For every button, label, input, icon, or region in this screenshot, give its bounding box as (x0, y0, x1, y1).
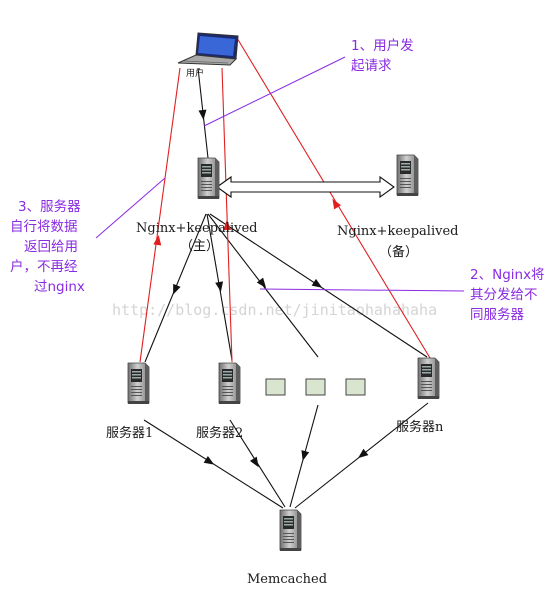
annotation-step1: 1、用户发 起请求 (351, 37, 414, 74)
arrowhead-cache1 (203, 455, 215, 465)
annotation-step1-line2: 起请求 (351, 58, 392, 74)
leader-step1 (203, 56, 346, 127)
arrowhead-cache-middle (301, 450, 310, 461)
leader-step2 (259, 288, 465, 292)
annotation-step3: 3、服务器 自行将数据 返回给用 户，不再经 过nginx (10, 199, 85, 295)
backup-label: Nginx+keepalived (337, 224, 458, 239)
servern-label: 服务器n (396, 419, 444, 435)
heartbeat-double-arrow (216, 175, 395, 199)
annotation-step2-line2: 其分发给不 (470, 287, 538, 303)
server1-label: 服务器1 (106, 425, 153, 441)
backup-sublabel: （备） (379, 244, 418, 260)
placeholder-box-3 (345, 378, 366, 396)
annotation-step3-line4: 户，不再经 (10, 258, 78, 275)
annotation-step2: 2、Nginx将 其分发给不 同服务器 (470, 267, 545, 323)
red-return-lines (139, 37, 431, 363)
return-line-server1 (139, 67, 181, 363)
arrowhead-request (198, 109, 207, 120)
arrowhead-cache2 (249, 456, 259, 468)
memcached-server-icon (279, 509, 302, 552)
watermark-text: http://blog.csdn.net/jinitaohahahaha (112, 301, 437, 319)
server2-label: 服务器2 (196, 425, 243, 441)
arrowhead-servern (311, 278, 323, 288)
nginx-master-server-icon (197, 157, 220, 200)
nginx-backup-server-icon (396, 154, 419, 197)
annotation-step1-line1: 1、用户发 (351, 37, 414, 54)
master-label: Nginx+keepalived (136, 221, 257, 236)
arrowhead-cachen (358, 448, 369, 459)
arrowhead-server2 (215, 281, 224, 292)
arrowhead-server1 (173, 283, 181, 295)
more-servers-placeholder (265, 378, 366, 396)
server1-icon (127, 362, 150, 405)
red-arrowhead-2 (223, 220, 232, 231)
annotation-step3-line3: 返回给用 (24, 239, 78, 255)
placeholder-box-1 (265, 378, 286, 396)
leader-step3 (95, 177, 166, 239)
annotation-step2-line3: 同服务器 (470, 307, 524, 323)
memcached-label: Memcached (247, 572, 327, 587)
client-label: 用户 (186, 67, 204, 78)
return-line-servern (236, 37, 431, 359)
annotation-step3-line5: 过nginx (34, 279, 85, 295)
servern-icon (417, 357, 440, 400)
placeholder-box-2 (305, 378, 326, 396)
red-arrowhead-1 (153, 235, 162, 246)
server2-icon (218, 362, 241, 405)
master-sublabel: （主） (180, 239, 219, 254)
arrowhead-middle (256, 277, 267, 288)
red-arrowhead-3 (332, 198, 342, 210)
return-line-server2 (221, 67, 233, 363)
black-arrowheads (173, 109, 369, 468)
red-arrowheads (153, 198, 342, 246)
laptop-icon (177, 32, 239, 66)
annotation-step3-line1: 3、服务器 (18, 199, 81, 215)
annotation-leaders (95, 56, 465, 292)
annotation-step2-line1: 2、Nginx将 (470, 267, 545, 283)
black-flow-lines (143, 67, 429, 509)
annotation-step3-line2: 自行将数据 (10, 219, 78, 235)
